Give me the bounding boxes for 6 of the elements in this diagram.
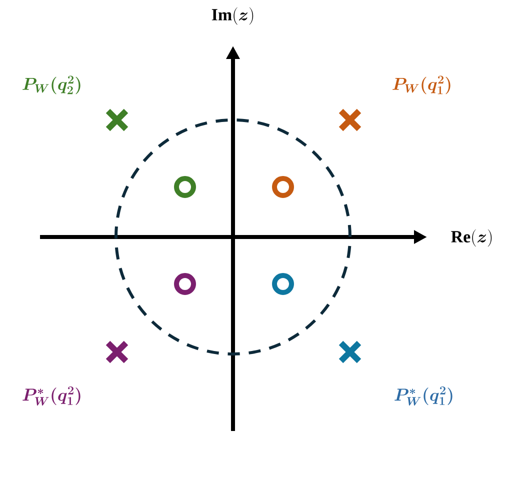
pole-label: $\boldsymbol{P^*_W(q_1^2)}$: [22, 386, 80, 406]
axis-label: $\mathbf{Im}(\boldsymbol{z})$: [212, 7, 254, 25]
pole-label: $\boldsymbol{P_W(q_2^2)}$: [22, 76, 80, 94]
pole-label: $\boldsymbol{P^*_W(q_1^2)}$: [394, 386, 452, 406]
pole-label: $\boldsymbol{P_W(q_1^2)}$: [392, 76, 450, 94]
axis-label: $\mathbf{Re}(\boldsymbol{z})$: [451, 229, 492, 247]
